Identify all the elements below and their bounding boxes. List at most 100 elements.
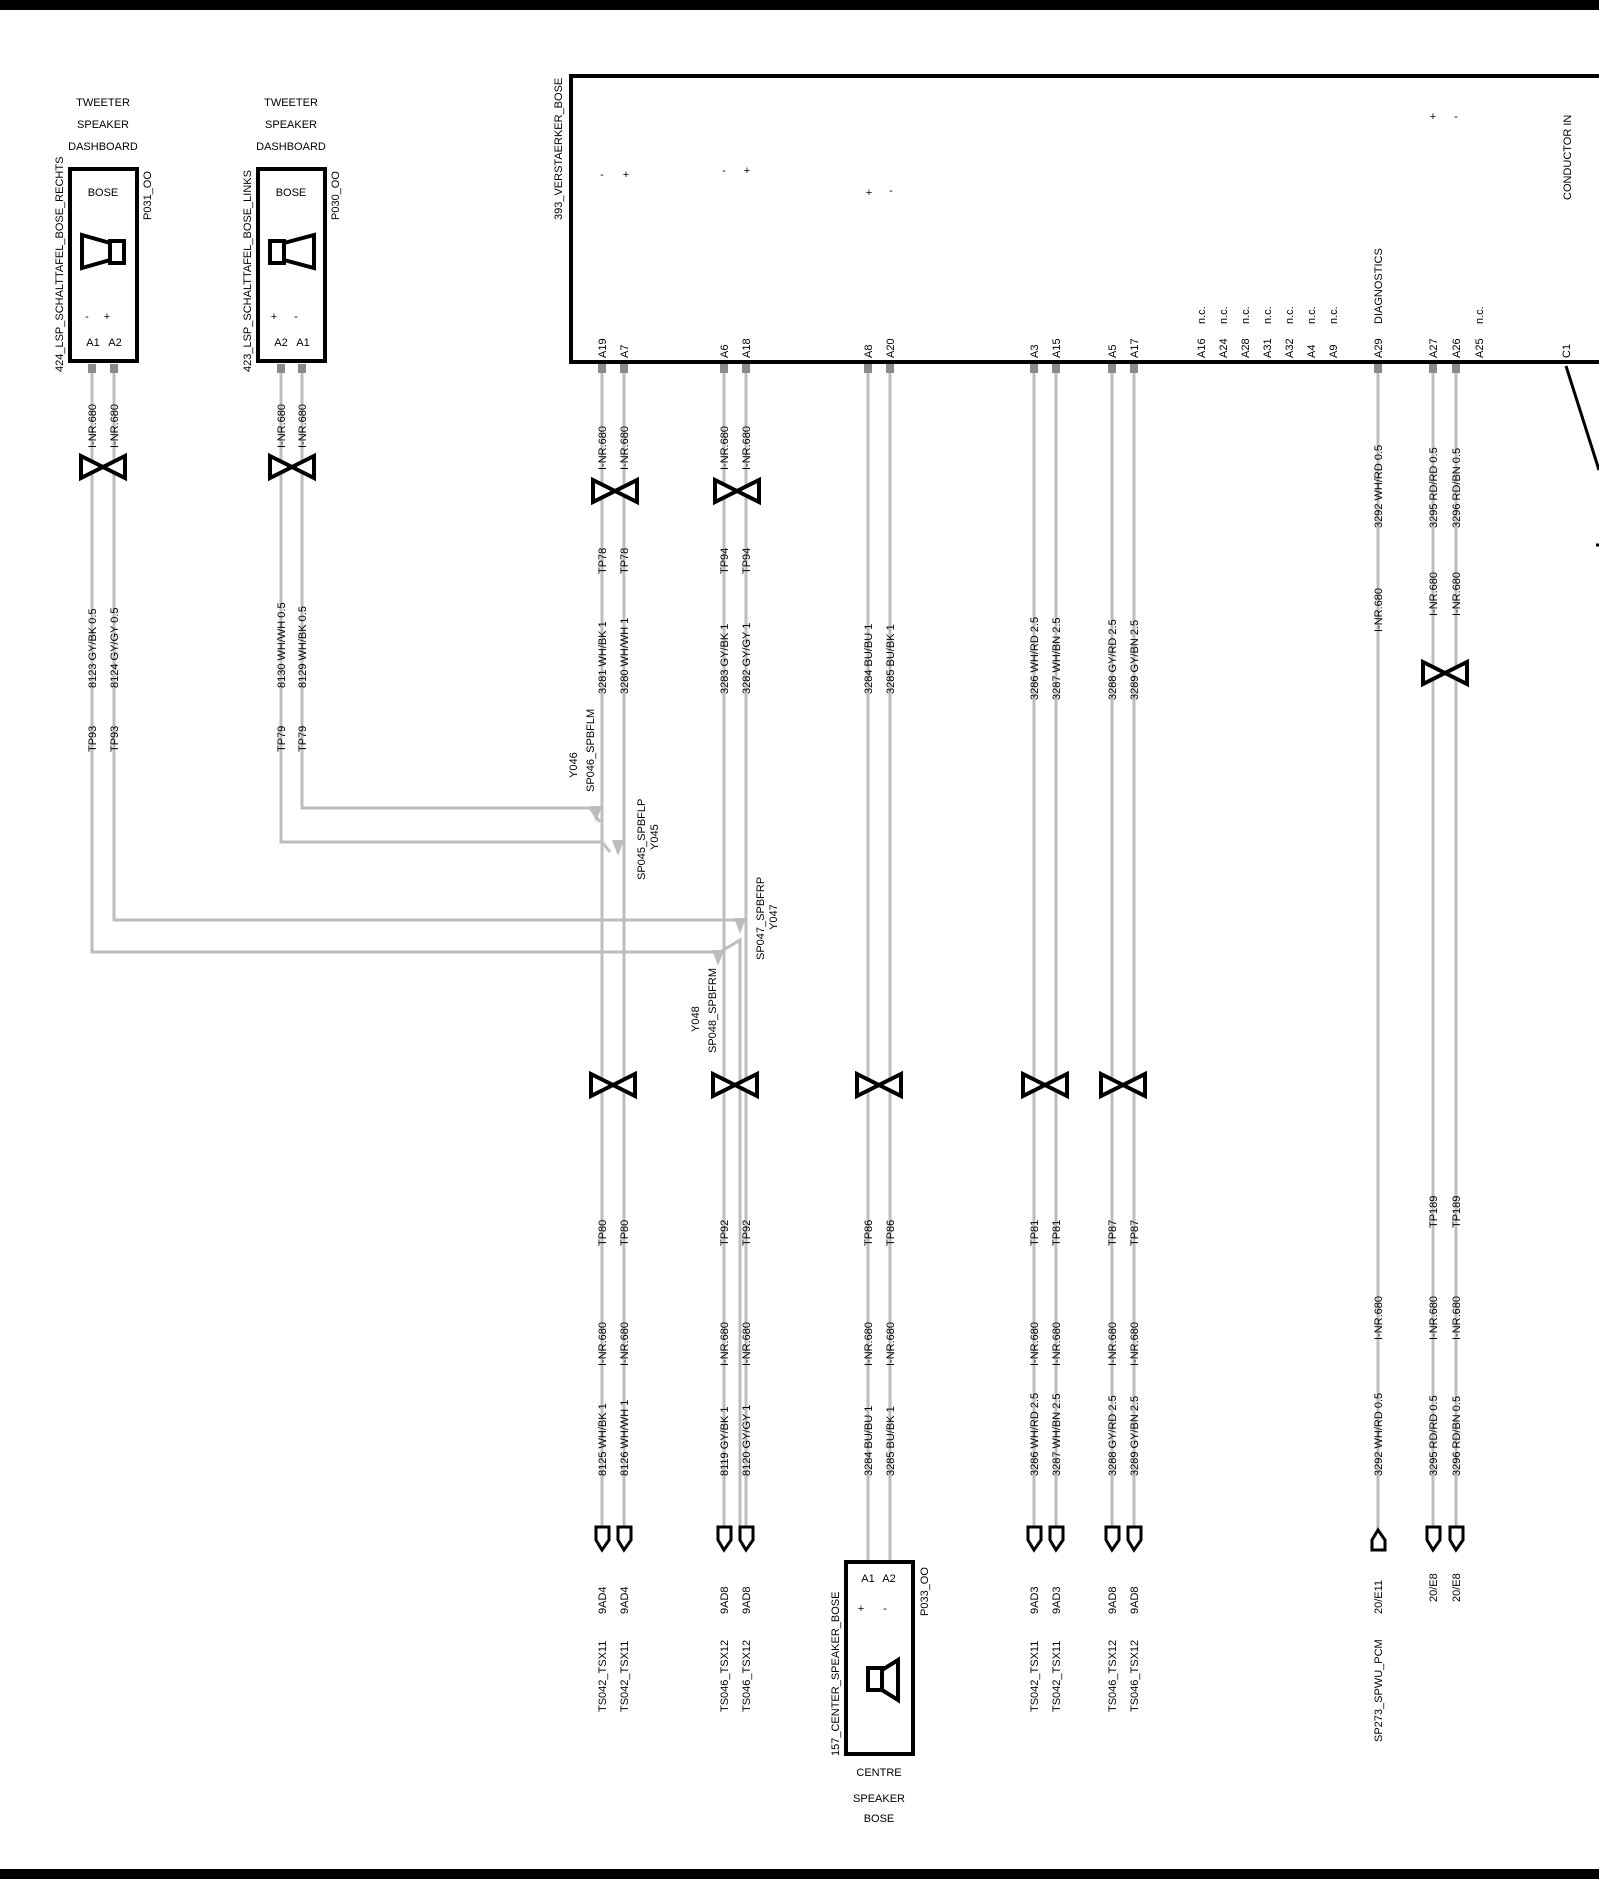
- svg-text:3289 GY/BN 2.5: 3289 GY/BN 2.5: [1129, 620, 1141, 700]
- centre-speaker-pol-2: -: [883, 1603, 887, 1615]
- svg-text:n.c.: n.c.: [1474, 306, 1486, 324]
- svg-text:20/E8: 20/E8: [1428, 1573, 1440, 1602]
- tweeter-left-speaker: TWEETER SPEAKER DASHBOARD BOSE + - A2 A1…: [242, 97, 342, 373]
- svg-text:A26: A26: [1451, 338, 1463, 358]
- svg-text:20/E8: 20/E8: [1451, 1573, 1463, 1602]
- terminal-arrow-icon: [738, 1525, 755, 1553]
- svg-text:TS046_TSX12: TS046_TSX12: [1107, 1640, 1119, 1712]
- centre-speaker-ref: P033_OO: [919, 1567, 931, 1616]
- terminal-arrow-icon: [1048, 1525, 1065, 1553]
- svg-text:I-NR.680: I-NR.680: [619, 426, 631, 470]
- svg-text:8125 WH/BK 1: 8125 WH/BK 1: [597, 1403, 609, 1476]
- svg-text:A9: A9: [1328, 345, 1340, 358]
- svg-text:-: -: [889, 185, 893, 197]
- speaker-icon: [268, 232, 316, 271]
- tweeter-right-pin-2: A2: [108, 337, 121, 349]
- connector-symbols: [79, 452, 1469, 1100]
- svg-text:8124 GY/GY 0.5: 8124 GY/GY 0.5: [109, 607, 121, 688]
- terminal-arrow-icon: [1370, 1527, 1387, 1552]
- svg-text:I-NR.680: I-NR.680: [885, 1322, 897, 1366]
- svg-text:TP189: TP189: [1451, 1196, 1463, 1228]
- svg-text:A5: A5: [1107, 345, 1119, 358]
- centre-speaker-box: [844, 1560, 915, 1756]
- tweeter-left-pin-2: A1: [296, 337, 309, 349]
- tweeter-right-title-1: TWEETER: [76, 97, 130, 109]
- svg-text:A20: A20: [885, 338, 897, 358]
- svg-text:I-NR.680: I-NR.680: [1451, 1296, 1463, 1340]
- svg-text:C1: C1: [1561, 344, 1573, 358]
- svg-text:I-NR.680: I-NR.680: [109, 404, 121, 448]
- svg-text:9AD8: 9AD8: [719, 1586, 731, 1614]
- tweeter-left-name: 423_LSP_SCHALTTAFEL_BOSE_LINKS: [242, 170, 254, 372]
- svg-text:A24: A24: [1218, 338, 1230, 358]
- svg-text:9AD8: 9AD8: [1129, 1586, 1141, 1614]
- svg-text:3285 BU/BK 1: 3285 BU/BK 1: [885, 624, 897, 694]
- svg-text:A25: A25: [1474, 338, 1486, 358]
- tweeter-right-pin-1: A1: [86, 337, 99, 349]
- svg-text:3292 WH/RD 0.5: 3292 WH/RD 0.5: [1373, 445, 1385, 528]
- svg-text:8129 WH/BK 0.5: 8129 WH/BK 0.5: [297, 606, 309, 688]
- svg-text:I-NR.680: I-NR.680: [619, 1322, 631, 1366]
- splice-048-label: SP048_SPBFRM: [707, 968, 719, 1053]
- svg-text:TS042_TSX11: TS042_TSX11: [1051, 1641, 1063, 1712]
- amplifier-name: 393_VERSTAERKER_BOSE: [553, 78, 565, 220]
- svg-text:n.c.: n.c.: [1196, 306, 1208, 324]
- svg-text:TP78: TP78: [619, 548, 631, 574]
- svg-text:9AD4: 9AD4: [597, 1586, 609, 1614]
- svg-text:n.c.: n.c.: [1306, 306, 1318, 324]
- terminal-arrow-icon: [594, 1525, 611, 1553]
- svg-text:3285 BU/BK 1: 3285 BU/BK 1: [885, 1406, 897, 1476]
- splice-047-y: Y047: [768, 904, 780, 930]
- svg-text:I-NR.680: I-NR.680: [1107, 1322, 1119, 1366]
- splice-icon: [590, 806, 602, 822]
- svg-text:I-NR.680: I-NR.680: [1029, 1322, 1041, 1366]
- splice-icon: [712, 950, 724, 966]
- tweeter-right-title-3: DASHBOARD: [68, 141, 138, 153]
- svg-text:3288 GY/RD 2.5: 3288 GY/RD 2.5: [1107, 619, 1119, 700]
- splice-045-label: SP045_SPBFLP: [636, 799, 648, 880]
- terminal-arrow-icon: [1425, 1525, 1442, 1553]
- svg-text:3282 GY/GY 1: 3282 GY/GY 1: [741, 623, 753, 694]
- svg-text:n.c.: n.c.: [1284, 306, 1296, 324]
- svg-text:3281 WH/BK 1: 3281 WH/BK 1: [597, 621, 609, 694]
- terminal-arrow-icon: [616, 1525, 633, 1553]
- tweeter-left-title-1: TWEETER: [264, 97, 318, 109]
- svg-text:TP87: TP87: [1129, 1220, 1141, 1246]
- svg-text:n.c.: n.c.: [1262, 306, 1274, 324]
- svg-text:A7: A7: [619, 345, 631, 358]
- amplifier-box: [569, 74, 1599, 364]
- svg-text:-: -: [600, 169, 604, 181]
- svg-text:TP81: TP81: [1051, 1220, 1063, 1246]
- connector-icon: [711, 1070, 759, 1100]
- svg-text:A27: A27: [1428, 338, 1440, 358]
- splice-046-y: Y046: [568, 752, 580, 778]
- svg-text:TS046_TSX12: TS046_TSX12: [719, 1640, 731, 1712]
- svg-text:+: +: [744, 165, 750, 177]
- terminal-arrow-icon: [1448, 1525, 1465, 1553]
- svg-text:I-NR.680: I-NR.680: [87, 404, 99, 448]
- svg-text:A16: A16: [1196, 338, 1208, 358]
- svg-text:I-NR.680: I-NR.680: [1129, 1322, 1141, 1366]
- centre-speaker-title-1: CENTRE: [856, 1767, 901, 1779]
- svg-text:8123 GY/BK 0.5: 8123 GY/BK 0.5: [87, 609, 99, 689]
- svg-text:I-NR.680: I-NR.680: [719, 426, 731, 470]
- svg-text:I-NR.680: I-NR.680: [1373, 588, 1385, 632]
- splice-icon: [734, 918, 746, 934]
- centre-speaker-pol-1: +: [858, 1603, 864, 1615]
- splice-046-label: SP046_SPBFLM: [585, 709, 597, 792]
- svg-text:A6: A6: [719, 345, 731, 358]
- svg-text:TP86: TP86: [885, 1220, 897, 1246]
- svg-text:TS042_TSX11: TS042_TSX11: [1029, 1641, 1041, 1712]
- svg-text:9AD3: 9AD3: [1051, 1586, 1063, 1614]
- svg-text:TP93: TP93: [87, 726, 99, 752]
- svg-text:A17: A17: [1129, 338, 1141, 358]
- svg-text:I-NR.680: I-NR.680: [1451, 572, 1463, 616]
- svg-text:I-NR.680: I-NR.680: [276, 404, 288, 448]
- svg-text:TP80: TP80: [619, 1220, 631, 1246]
- centre-speaker-title-3: BOSE: [864, 1813, 895, 1825]
- tweeter-right-title-2: SPEAKER: [77, 119, 129, 131]
- svg-text:n.c.: n.c.: [1218, 306, 1230, 324]
- svg-text:3286 WH/RD 2.5: 3286 WH/RD 2.5: [1029, 617, 1041, 700]
- wires: [90, 365, 1599, 1562]
